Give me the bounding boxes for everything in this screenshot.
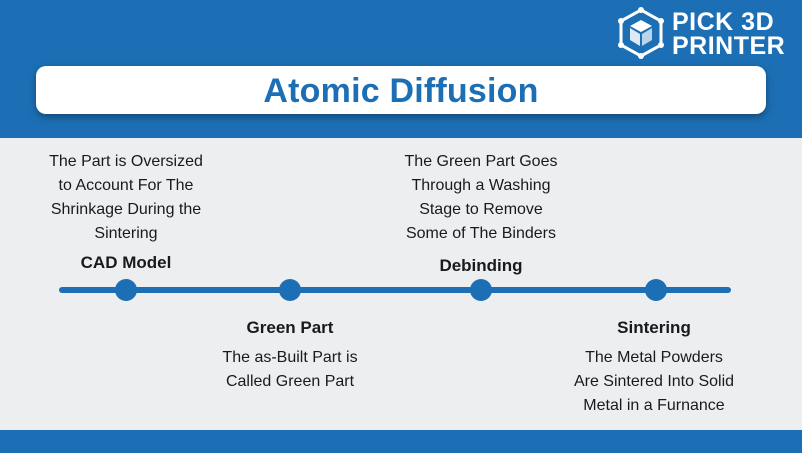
bottom-banner [0, 430, 802, 453]
logo-text-line1: PICK 3D [672, 8, 775, 36]
page-title: Atomic Diffusion [263, 72, 539, 110]
title-box: Atomic Diffusion [36, 66, 766, 114]
desc-line: Shrinkage During the [50, 201, 202, 218]
step-label-debinding: Debinding [439, 256, 523, 275]
brand-logo: PICK 3D PRINTER [614, 4, 800, 60]
step-description-debinding: The Green Part Goes Through a Washing St… [371, 150, 591, 246]
desc-line: The Green Part Goes [404, 153, 558, 170]
step-label-sintering: Sintering [617, 318, 691, 337]
step-description-sintering: The Metal Powders Are Sintered Into Soli… [539, 346, 769, 418]
timeline-node-debinding [470, 279, 492, 301]
desc-line: Are Sintered Into Solid [573, 373, 735, 390]
desc-line: Metal in a Furnance [583, 397, 725, 414]
step-description-green-part: The as-Built Part is Called Green Part [180, 346, 400, 394]
step-description-cad-model: The Part is Oversized to Account For The… [16, 150, 236, 246]
desc-line: Sintering [94, 225, 158, 242]
desc-line: The Metal Powders [585, 349, 723, 366]
desc-line: The as-Built Part is [222, 349, 358, 366]
timeline-node-cad-model [115, 279, 137, 301]
step-label-cad-model: CAD Model [80, 253, 172, 272]
desc-line: Stage to Remove [419, 201, 543, 218]
desc-line: Some of The Binders [405, 225, 556, 242]
desc-line: Through a Washing [411, 177, 551, 194]
desc-line: Called Green Part [225, 373, 355, 390]
desc-line: The Part is Oversized [49, 153, 203, 170]
desc-line: to Account For The [58, 177, 194, 194]
logo-text-line2: PRINTER [672, 32, 786, 60]
cube-icon [618, 7, 664, 59]
timeline-node-green-part [279, 279, 301, 301]
timeline-node-sintering [645, 279, 667, 301]
step-label-green-part: Green Part [246, 318, 334, 337]
